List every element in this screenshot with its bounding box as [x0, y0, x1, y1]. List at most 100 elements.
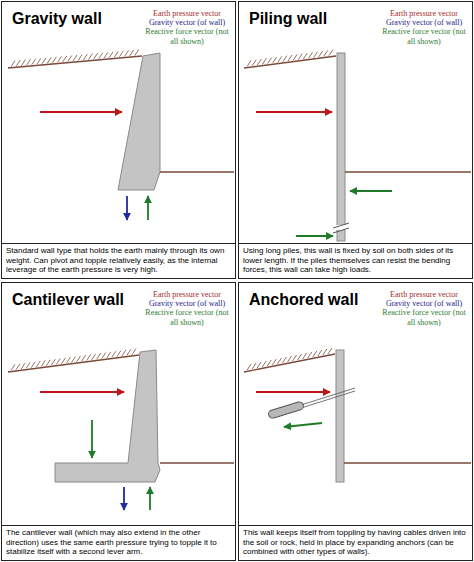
hatch-stroke [127, 349, 131, 355]
legend-text: Earth pressure vector [153, 290, 221, 299]
ground-line [344, 462, 471, 464]
caption-box: Using long piles, this wall is fixed by … [239, 243, 472, 278]
hatch-stroke [94, 53, 98, 59]
expanding-anchor [268, 401, 305, 419]
ground-line [345, 171, 471, 173]
reaction-arrow [149, 487, 151, 510]
legend-swatch: Earth pressure vector [141, 290, 233, 299]
pile-break-mark [333, 228, 349, 233]
hatch-stroke [117, 351, 121, 357]
legend-swatch: Earth pressure vector [378, 290, 470, 299]
legend-text: Reactive force vector (not all shown) [382, 27, 465, 45]
hatch-stroke [283, 56, 287, 62]
reaction-arrow [296, 235, 333, 237]
hatch-stroke [252, 363, 256, 369]
hatch-stroke [272, 359, 276, 365]
hatch-stroke [51, 359, 55, 365]
hatch-stroke [41, 360, 45, 366]
legend-swatch: Gravity vector (of wall) [141, 18, 233, 27]
hatch-stroke [267, 360, 271, 366]
panel-title: Gravity wall [12, 10, 102, 28]
hatch-stroke [114, 51, 118, 57]
hatch-stroke [328, 348, 332, 354]
hatch-stroke [72, 357, 76, 363]
hatch-stroke [66, 357, 70, 363]
caption-text: Using long piles, this wall is fixed by … [243, 246, 468, 275]
legend-text: Earth pressure vector [390, 9, 458, 18]
hatch-stroke [122, 350, 126, 356]
pile [337, 53, 345, 241]
legend-swatch: Reactive force vector (not all shown) [378, 308, 470, 326]
gravity-arrow [126, 196, 128, 220]
hatch-stroke [16, 60, 20, 66]
earth-pressure-arrow [256, 391, 330, 393]
hatch-stroke [46, 360, 50, 366]
ground-line [160, 462, 234, 464]
caption-box: The cantilever wall (which may also exte… [2, 525, 235, 560]
hatch-stroke [47, 57, 51, 63]
anchor-cable [301, 388, 355, 405]
panel-title: Piling wall [249, 10, 327, 28]
hatch-stroke [273, 57, 277, 63]
hatch-stroke [298, 354, 302, 360]
hatch-stroke [68, 55, 72, 61]
hatch-stroke [99, 53, 103, 59]
hatch-stroke [11, 364, 15, 370]
legend-swatch: Earth pressure vector [141, 9, 233, 18]
hatch-stroke [58, 56, 62, 62]
earth-pressure-arrow [40, 391, 124, 393]
hatch-stroke [252, 60, 256, 66]
hatch-stroke [313, 351, 317, 357]
earth-pressure-arrow [256, 111, 332, 113]
hatch-stroke [77, 356, 81, 362]
reaction-arrow [284, 423, 322, 427]
hatch-stroke [247, 60, 251, 66]
hatch-stroke [21, 363, 25, 369]
hatch-stroke [56, 358, 60, 364]
hatch-stroke [119, 51, 123, 57]
caption-text: This wall keeps itself from toppling by … [243, 528, 468, 557]
hatch-stroke [11, 61, 15, 67]
hatch-stroke [109, 52, 113, 58]
hatch-stroke [323, 349, 327, 355]
hatch-stroke [112, 351, 116, 357]
hatch-stroke [314, 52, 318, 58]
hatch-stroke [107, 352, 111, 358]
hatch-stroke [262, 361, 266, 367]
gravity-arrow [123, 487, 125, 510]
legend-text: Reactive force vector (not all shown) [145, 27, 228, 45]
legend-swatch: Reactive force vector (not all shown) [141, 308, 233, 326]
wall-panel: Piling wallUsing long piles, this wall i… [238, 1, 473, 279]
hatch-stroke [130, 50, 134, 56]
hatch-stroke [61, 358, 65, 364]
hatch-stroke [31, 362, 35, 368]
ground-line [8, 355, 139, 372]
hatch-stroke [52, 57, 56, 63]
hatch-stroke [135, 49, 139, 55]
ground-line [244, 354, 335, 372]
panel-title: Anchored wall [249, 291, 358, 309]
wall-panel: Gravity wallStandard wall type that hold… [1, 1, 236, 279]
legend-swatch: Earth pressure vector [378, 9, 470, 18]
legend-text: Gravity vector (of wall) [386, 299, 462, 308]
legend-text: Reactive force vector (not all shown) [145, 308, 228, 326]
caption-box: This wall keeps itself from toppling by … [239, 525, 472, 560]
legend-text: Reactive force vector (not all shown) [382, 308, 465, 326]
reaction-arrow [350, 190, 392, 192]
reaction-arrow [147, 196, 149, 220]
hatch-stroke [73, 55, 77, 61]
hatch-stroke [92, 354, 96, 360]
legend-swatch: Gravity vector (of wall) [378, 299, 470, 308]
legend: Earth pressure vectorGravity vector (of … [378, 290, 470, 327]
hatch-stroke [282, 357, 286, 363]
panel-title: Cantilever wall [12, 291, 124, 309]
hatch-stroke [42, 58, 46, 64]
hatch-stroke [288, 55, 292, 61]
hatch-stroke [82, 355, 86, 361]
caption-text: The cantilever wall (which may also exte… [6, 528, 231, 557]
hatch-stroke [318, 350, 322, 356]
cantilever-wall-body [55, 350, 160, 482]
hatch-stroke [319, 51, 323, 57]
